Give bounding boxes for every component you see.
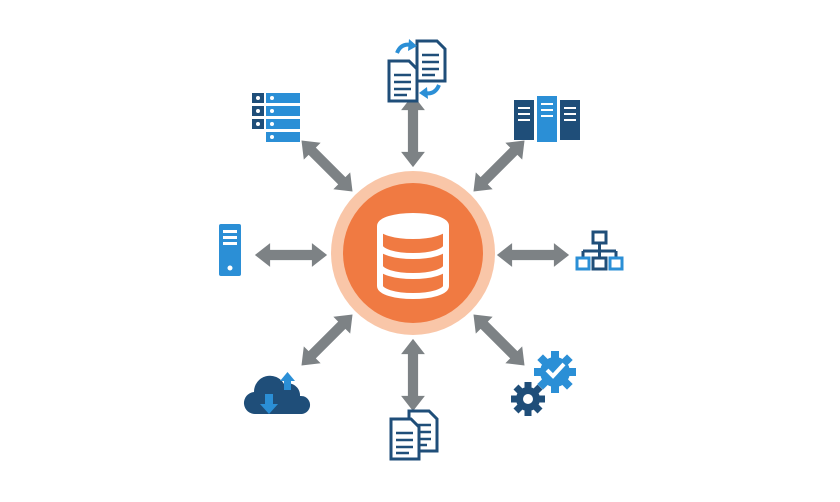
documents-icon [389, 409, 439, 461]
arrow-bottom-right [465, 306, 533, 374]
arrow-right [496, 243, 570, 267]
arrow-top [401, 94, 425, 168]
arrow-bottom-left [293, 306, 361, 374]
cloud-transfer-icon [243, 372, 311, 415]
tower-server-icon [219, 224, 241, 276]
database-icon [377, 213, 449, 299]
server-rack-icon [514, 96, 580, 142]
arrow-top-right [465, 132, 533, 200]
arrow-bottom [401, 338, 425, 412]
arrow-top-left [293, 132, 361, 200]
org-chart-icon [575, 230, 624, 271]
gears-icon [511, 351, 576, 416]
document-sync-icon [387, 39, 447, 103]
storage-stack-icon [252, 93, 300, 142]
arrow-left [254, 243, 328, 267]
database-hub [331, 171, 495, 335]
